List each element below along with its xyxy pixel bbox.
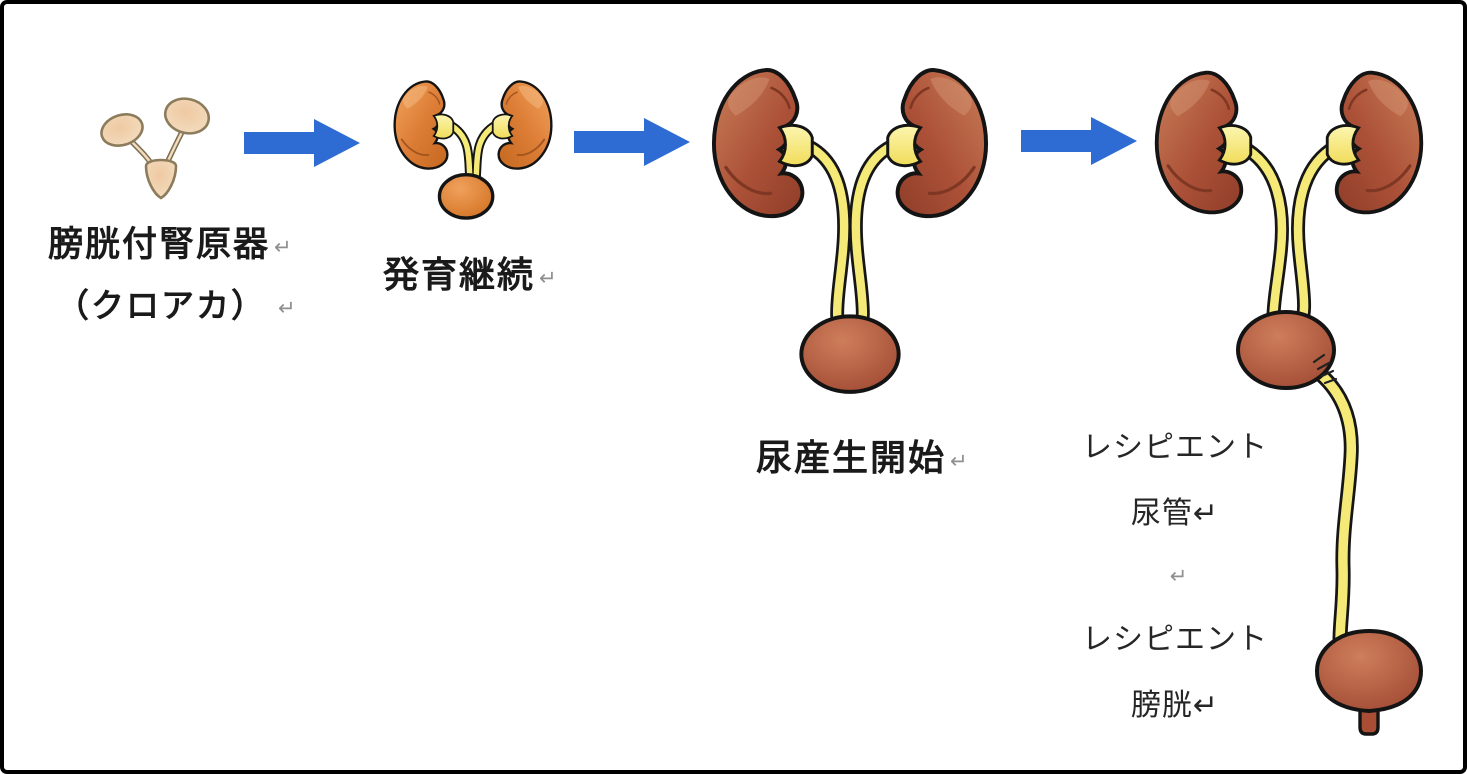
stage4-label-recipient-1: レシピエント	[1082, 430, 1268, 465]
return-mark-icon: ↵	[539, 266, 559, 290]
arrow-icon	[1021, 117, 1137, 165]
stage1-label-text1: 膀胱付腎原器	[48, 225, 271, 265]
return-mark-icon: ↵	[1192, 496, 1220, 531]
arrow-icon	[574, 118, 690, 166]
stage3-label-text: 尿産生開始	[756, 438, 947, 479]
stage4-label-ureter-text: 尿管	[1130, 496, 1193, 531]
cloaca-with-kidney-primordia-icon	[100, 97, 211, 200]
stage3-label: 尿産生開始↵	[756, 439, 970, 479]
stage2-label: 発育継続↵	[383, 256, 559, 296]
stage4-label-bladder: 膀胱↵	[1070, 680, 1280, 724]
arrow-icon	[244, 119, 360, 167]
stage1-label-text2: （クロアカ）	[56, 286, 266, 325]
return-mark-icon: ↵	[274, 235, 294, 259]
return-mark-icon: ↵	[1192, 688, 1220, 723]
stage4-label-bladder-text: 膀胱	[1130, 688, 1193, 723]
return-mark-icon: ↵	[950, 449, 970, 473]
stage4-label-ureter: 尿管↵	[1070, 488, 1280, 532]
enlarged-kidneys-with-bladder-icon	[711, 68, 989, 394]
small-kidneys-with-bladder-icon	[393, 80, 553, 220]
return-mark-icon: ↵	[278, 296, 298, 320]
return-mark-icon: ↵	[1169, 564, 1189, 588]
stage4-label-recipient-2: レシピエント	[1082, 622, 1268, 657]
kidneys-with-recipient-ureter-and-bladder-icon	[1154, 70, 1424, 736]
stage1-label-line1: 膀胱付腎原器↵	[48, 226, 294, 265]
stage1-label-line2: （クロアカ） ↵	[56, 286, 298, 325]
stage2-label-text: 発育継続	[383, 255, 536, 296]
